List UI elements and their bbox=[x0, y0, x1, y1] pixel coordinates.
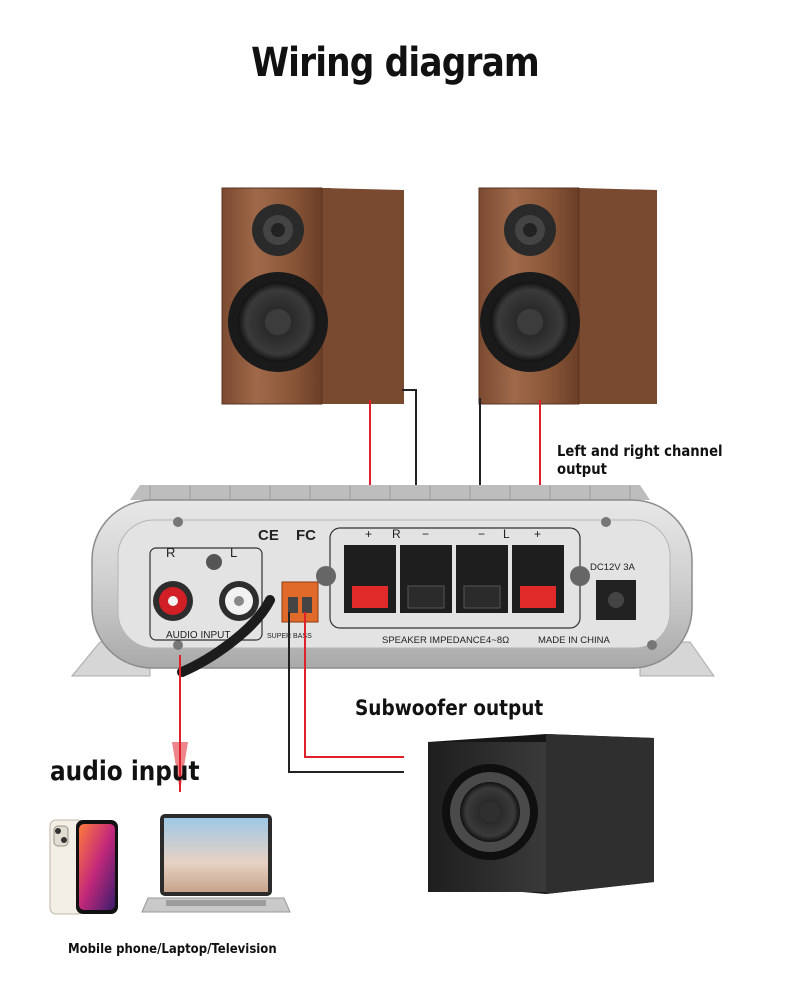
subwoofer bbox=[428, 734, 654, 894]
ce-mark: CE bbox=[258, 527, 279, 544]
made-in-label: MADE IN CHINA bbox=[538, 635, 610, 646]
fcc-mark: FC bbox=[296, 527, 316, 544]
speaker-r-label: R bbox=[392, 527, 401, 541]
left-speaker bbox=[221, 187, 404, 405]
speaker-plus-right: + bbox=[365, 527, 372, 541]
audio-input-label: AUDIO INPUT bbox=[166, 630, 230, 641]
amplifier bbox=[70, 485, 715, 677]
rca-r-label: R bbox=[166, 545, 175, 560]
speaker-l-label: L bbox=[503, 527, 510, 541]
impedance-label: SPEAKER IMPEDANCE4~8Ω bbox=[382, 635, 509, 646]
subwoofer-output-caption: Subwoofer output bbox=[355, 696, 544, 720]
left-right-output-caption: Left and right channel output bbox=[557, 442, 723, 478]
devices-caption: Mobile phone/Laptop/Television bbox=[68, 942, 277, 957]
rca-l-label: L bbox=[230, 545, 237, 560]
speaker-minus-right: − bbox=[422, 527, 429, 541]
audio-input-cable bbox=[172, 595, 275, 792]
speaker-minus-left: − bbox=[478, 527, 485, 541]
subwoofer-wires bbox=[288, 612, 404, 773]
phone-illustration bbox=[49, 819, 118, 915]
laptop-illustration bbox=[141, 814, 291, 913]
right-speaker bbox=[478, 187, 657, 405]
audio-input-caption: audio input bbox=[50, 756, 200, 787]
speaker-plus-left: + bbox=[534, 527, 541, 541]
page-title: Wiring diagram bbox=[251, 40, 540, 86]
power-label: DC12V 3A bbox=[590, 562, 636, 573]
